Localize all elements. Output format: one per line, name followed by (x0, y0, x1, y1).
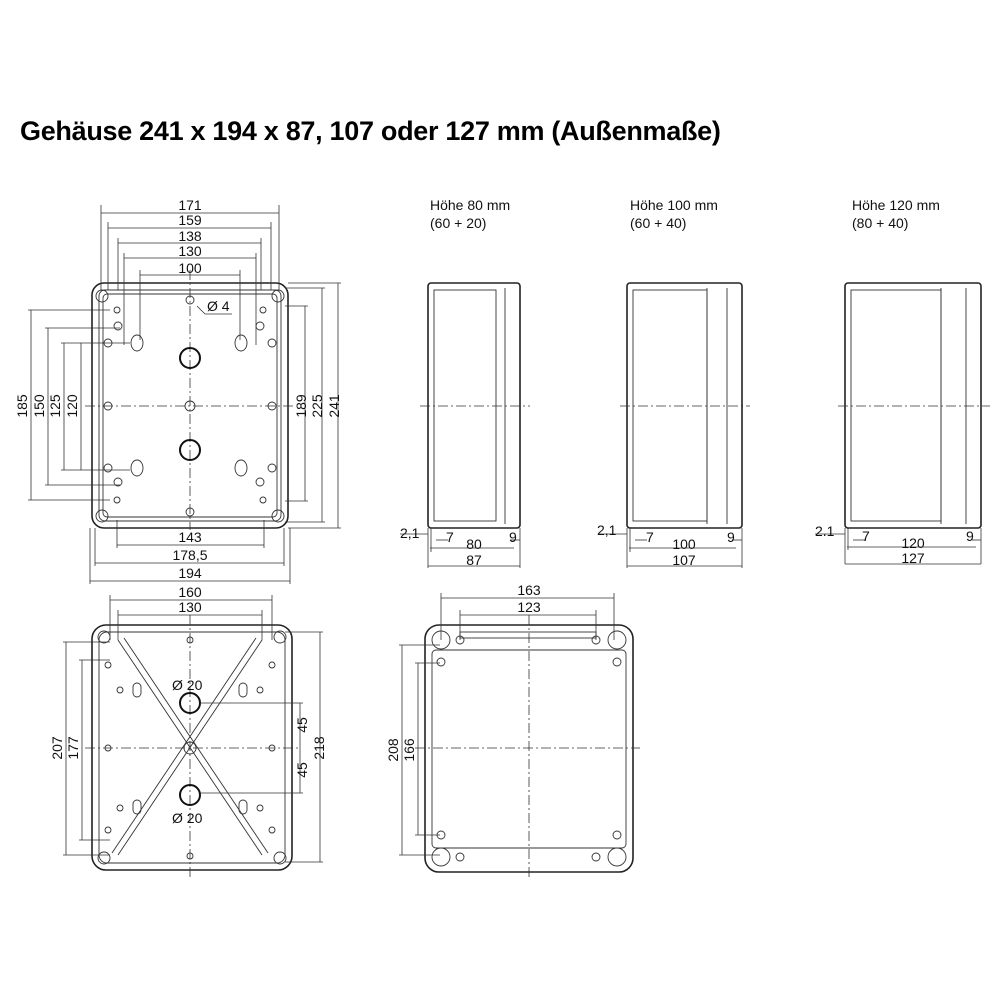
dim-rim: 9 (966, 528, 974, 544)
dim-offset-45-top: 45 (294, 717, 310, 733)
dim-height-166: 166 (401, 738, 417, 762)
drawing-title: Gehäuse 241 x 194 x 87, 107 oder 127 mm … (20, 116, 721, 146)
dim-height-177: 177 (65, 736, 81, 760)
dim-width-159: 159 (178, 212, 202, 228)
dim-height-208: 208 (385, 738, 401, 762)
dim-inner: 120 (901, 535, 925, 551)
dim-height-150: 150 (31, 394, 47, 418)
side-split-label: (80 + 40) (852, 215, 908, 231)
side-view-100: Höhe 100 mm (60 + 40) 2,1 7 100 9 107 (597, 197, 750, 568)
dim-total: 87 (466, 552, 482, 568)
dim-wall: 2.1 (815, 523, 835, 539)
dim-wall: 2,1 (400, 525, 420, 541)
dim-total: 127 (901, 550, 925, 566)
side-view-80: Höhe 80 mm (60 + 20) 2,1 7 80 9 87 (400, 197, 530, 568)
dim-inset: 7 (862, 528, 870, 544)
dim-width-160: 160 (178, 584, 202, 600)
dim-width-130: 130 (178, 599, 202, 615)
dim-width-143: 143 (178, 529, 202, 545)
dim-inner: 80 (466, 536, 482, 552)
dim-wall: 2,1 (597, 522, 617, 538)
dim-height-225: 225 (309, 394, 325, 418)
dim-inset: 7 (646, 529, 654, 545)
dim-rim: 9 (509, 529, 517, 545)
top-view: 171 159 138 130 100 Ø 4 185 150 125 120 … (14, 197, 342, 584)
dim-inner: 100 (672, 536, 696, 552)
dim-height-207: 207 (49, 736, 65, 760)
dim-width-138: 138 (178, 228, 202, 244)
side-height-label: Höhe 80 mm (430, 197, 510, 213)
dim-height-189: 189 (293, 394, 309, 418)
dim-height-125: 125 (47, 394, 63, 418)
cable-entry-hole (179, 784, 201, 806)
cable-entry-hole (179, 439, 201, 461)
dim-total: 107 (672, 552, 696, 568)
dim-width-100: 100 (178, 260, 202, 276)
dim-height-185: 185 (14, 394, 30, 418)
hole-diameter-label: Ø 20 (172, 810, 203, 826)
side-split-label: (60 + 40) (630, 215, 686, 231)
dim-height-120: 120 (64, 394, 80, 418)
bottom-view: 160 130 207 177 45 45 218 Ø 20 Ø 20 (49, 584, 327, 880)
side-height-label: Höhe 120 mm (852, 197, 940, 213)
hole-diameter-label: Ø 20 (172, 677, 203, 693)
dim-width-163: 163 (517, 582, 541, 598)
dim-width-123: 123 (517, 599, 541, 615)
dim-width-178-5: 178,5 (172, 547, 207, 563)
hole-diameter-label: Ø 4 (207, 298, 230, 314)
dim-width-194: 194 (178, 565, 202, 581)
lid-view: 163 123 208 166 (385, 582, 640, 880)
cable-entry-hole (179, 347, 201, 369)
dim-height-241: 241 (326, 394, 342, 418)
dim-width-171: 171 (178, 197, 202, 213)
side-split-label: (60 + 20) (430, 215, 486, 231)
side-view-120: Höhe 120 mm (80 + 40) 2.1 7 120 9 127 (815, 197, 990, 566)
side-height-label: Höhe 100 mm (630, 197, 718, 213)
dim-rim: 9 (727, 529, 735, 545)
dim-width-130: 130 (178, 243, 202, 259)
dim-offset-45-bottom: 45 (294, 762, 310, 778)
dim-inset: 7 (446, 529, 454, 545)
dim-height-218: 218 (311, 736, 327, 760)
